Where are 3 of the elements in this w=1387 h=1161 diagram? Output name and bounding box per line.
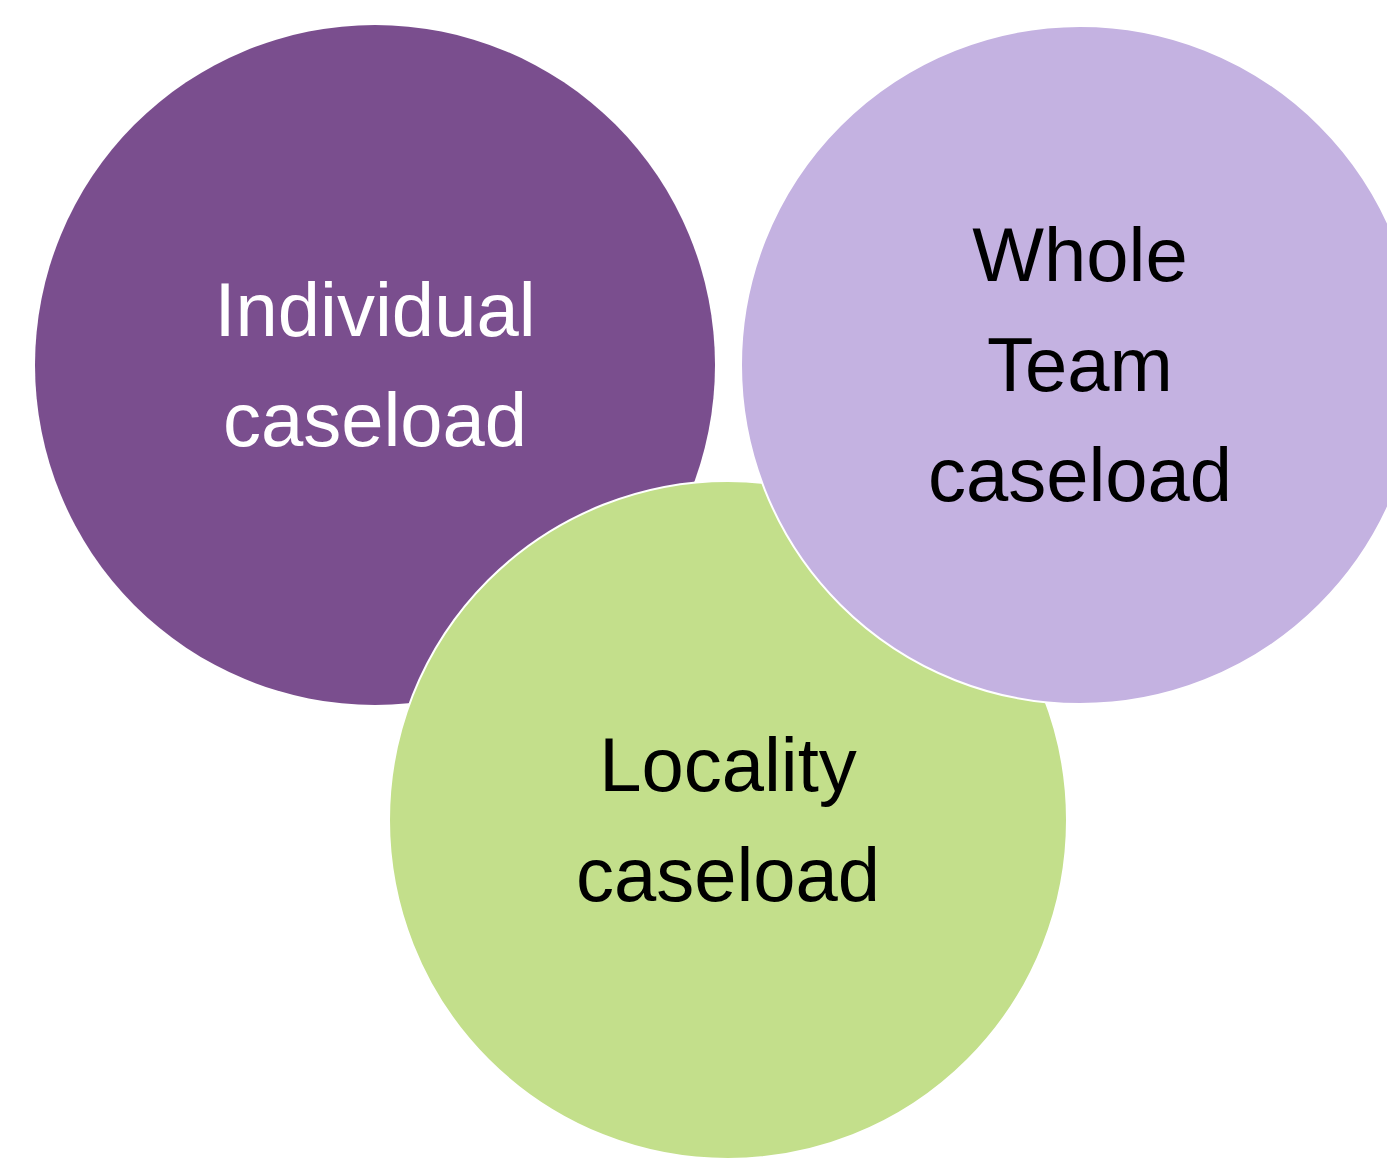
circle-label: Individual caseload xyxy=(213,265,537,464)
circle-label: Locality caseload xyxy=(574,720,882,919)
circle-label: Whole Team caseload xyxy=(926,210,1234,520)
